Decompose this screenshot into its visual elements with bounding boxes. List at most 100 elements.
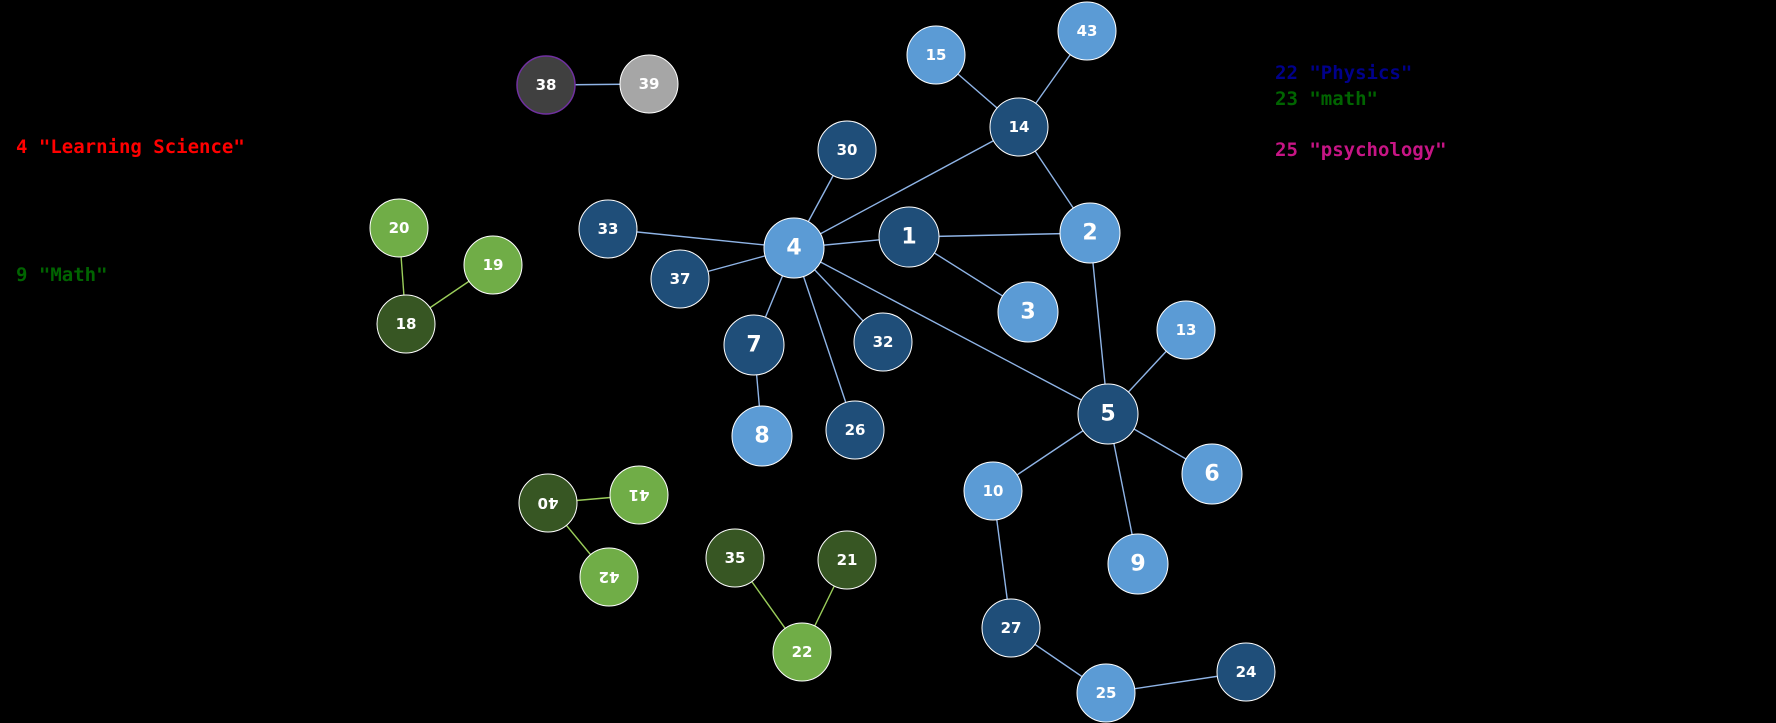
node-circle-39	[619, 54, 679, 114]
node-circle-42	[579, 547, 639, 607]
legend-right-item: 25 "psychology"	[1275, 139, 1447, 162]
node-label-18: 18	[396, 315, 417, 333]
legend-left-item: 16 "Human Development and Learning"	[16, 442, 417, 464]
legend-right-item: 26 "Jessica Weiner"	[1275, 165, 1493, 187]
legend-left-item: 3 "Computer-based Learning Environment"	[16, 110, 463, 133]
node-label-9: 9	[1130, 552, 1145, 577]
node-8: 8	[731, 405, 793, 467]
node-41: 41	[609, 465, 669, 525]
node-circle-22	[772, 622, 832, 682]
node-circle-35	[705, 528, 765, 588]
node-21: 21	[817, 530, 877, 590]
node-27: 27	[981, 598, 1041, 658]
legend-right-item: 27 "Michael Kosslyn"	[1275, 190, 1504, 213]
node-label-27: 27	[1001, 619, 1022, 637]
node-19: 19	[463, 235, 523, 295]
legend-left-item: 说明:	[16, 34, 66, 56]
node-39: 39	[619, 54, 679, 114]
node-circle-26	[825, 400, 885, 460]
node-37: 37	[650, 249, 710, 309]
node-label-22: 22	[792, 643, 813, 661]
node-18: 18	[376, 294, 436, 354]
node-label-35: 35	[725, 549, 746, 567]
node-label-24: 24	[1236, 663, 1257, 681]
legend-right-item: 33 "Martin Sodikin"	[1275, 345, 1493, 368]
node-label-13: 13	[1176, 321, 1197, 339]
edge-4-26	[793, 247, 856, 431]
node-label-19: 19	[483, 256, 504, 274]
node-label-2: 2	[1082, 221, 1097, 246]
legend-left-item: 1 "Psy-Physics"	[16, 59, 188, 82]
node-circle-7	[723, 314, 785, 376]
node-circle-13	[1156, 300, 1216, 360]
node-4: 4	[763, 217, 825, 279]
node-label-42: 42	[599, 568, 620, 586]
legend-right-item: 35 "Learning styles"	[1275, 397, 1504, 420]
legend-left-item: 11 "Mathematics Education"	[16, 314, 314, 337]
node-circle-4	[763, 217, 825, 279]
legend-right-item: 32 "Brian Tennecott"	[1275, 319, 1504, 342]
node-label-40: 40	[538, 494, 559, 512]
node-label-43: 43	[1077, 22, 1098, 40]
node-label-7: 7	[746, 333, 761, 358]
node-circle-14	[989, 97, 1049, 157]
node-9: 9	[1107, 533, 1169, 595]
node-33: 33	[578, 199, 638, 259]
edge-4-33	[607, 228, 795, 249]
node-label-1: 1	[901, 225, 916, 250]
node-26: 26	[825, 400, 885, 460]
node-circle-18	[376, 294, 436, 354]
node-label-30: 30	[837, 141, 858, 159]
node-circle-27	[981, 598, 1041, 658]
node-label-3: 3	[1020, 300, 1035, 325]
legend-right-item: 31 "Pamela Rebeccah Goldsman"	[1275, 294, 1607, 316]
node-circle-8	[731, 405, 793, 467]
node-13: 13	[1156, 300, 1216, 360]
node-label-39: 39	[639, 75, 660, 93]
node-label-6: 6	[1204, 462, 1219, 487]
legend-left-item: 4 "Learning Science"	[16, 136, 245, 158]
node-22: 22	[772, 622, 832, 682]
node-circle-37	[650, 249, 710, 309]
node-7: 7	[723, 314, 785, 376]
node-40: 40	[518, 473, 578, 533]
node-32: 32	[853, 312, 913, 372]
legend-left-item: 7 "Cognitive Abilities"	[16, 212, 280, 235]
legend-left-item: 15 "English Language and Literature"	[16, 416, 428, 439]
node-1: 1	[878, 206, 940, 268]
legend-left-item: 5 "Science Education"	[16, 161, 257, 184]
legend-left-item: 6 "Digital Technology"	[16, 187, 268, 209]
legend-right-item: 30 "Matthew D. Stevens"	[1275, 268, 1539, 291]
node-label-5: 5	[1100, 402, 1115, 427]
legend-left-item: 2 "Computer Science"	[16, 85, 245, 107]
node-circle-21	[817, 530, 877, 590]
node-label-10: 10	[983, 482, 1004, 500]
legend-right-item: 28 "G. Gregory Niehaus"	[1275, 216, 1539, 239]
node-20: 20	[369, 198, 429, 258]
node-30: 30	[817, 120, 877, 180]
edge-4-14	[793, 126, 1020, 249]
legend-left-item: 13 "Cognitive Science"	[16, 365, 268, 388]
node-10: 10	[963, 461, 1023, 521]
node-circle-40	[518, 473, 578, 533]
legend-right-item: 38 "Sciences of Teaching and Learning"	[1275, 474, 1710, 497]
legend-right-item: 34 "Design study"	[1275, 371, 1470, 394]
node-circle-20	[369, 198, 429, 258]
node-label-8: 8	[754, 424, 769, 449]
legend-right-item: 22 "Physics"	[1275, 61, 1413, 84]
node-label-32: 32	[873, 333, 894, 351]
legend-left-item: 8 "Code"	[16, 238, 108, 260]
node-label-33: 33	[598, 220, 619, 238]
node-circle-19	[463, 235, 523, 295]
legend-left-item: 14 "Brain Science"	[16, 391, 222, 413]
node-circle-30	[817, 120, 877, 180]
node-5: 5	[1077, 383, 1139, 445]
node-35: 35	[705, 528, 765, 588]
node-label-38: 38	[536, 76, 557, 94]
node-circle-24	[1216, 642, 1276, 702]
node-label-15: 15	[926, 46, 947, 64]
node-circle-9	[1107, 533, 1169, 595]
node-25: 25	[1076, 663, 1136, 723]
node-circle-38	[516, 55, 576, 115]
